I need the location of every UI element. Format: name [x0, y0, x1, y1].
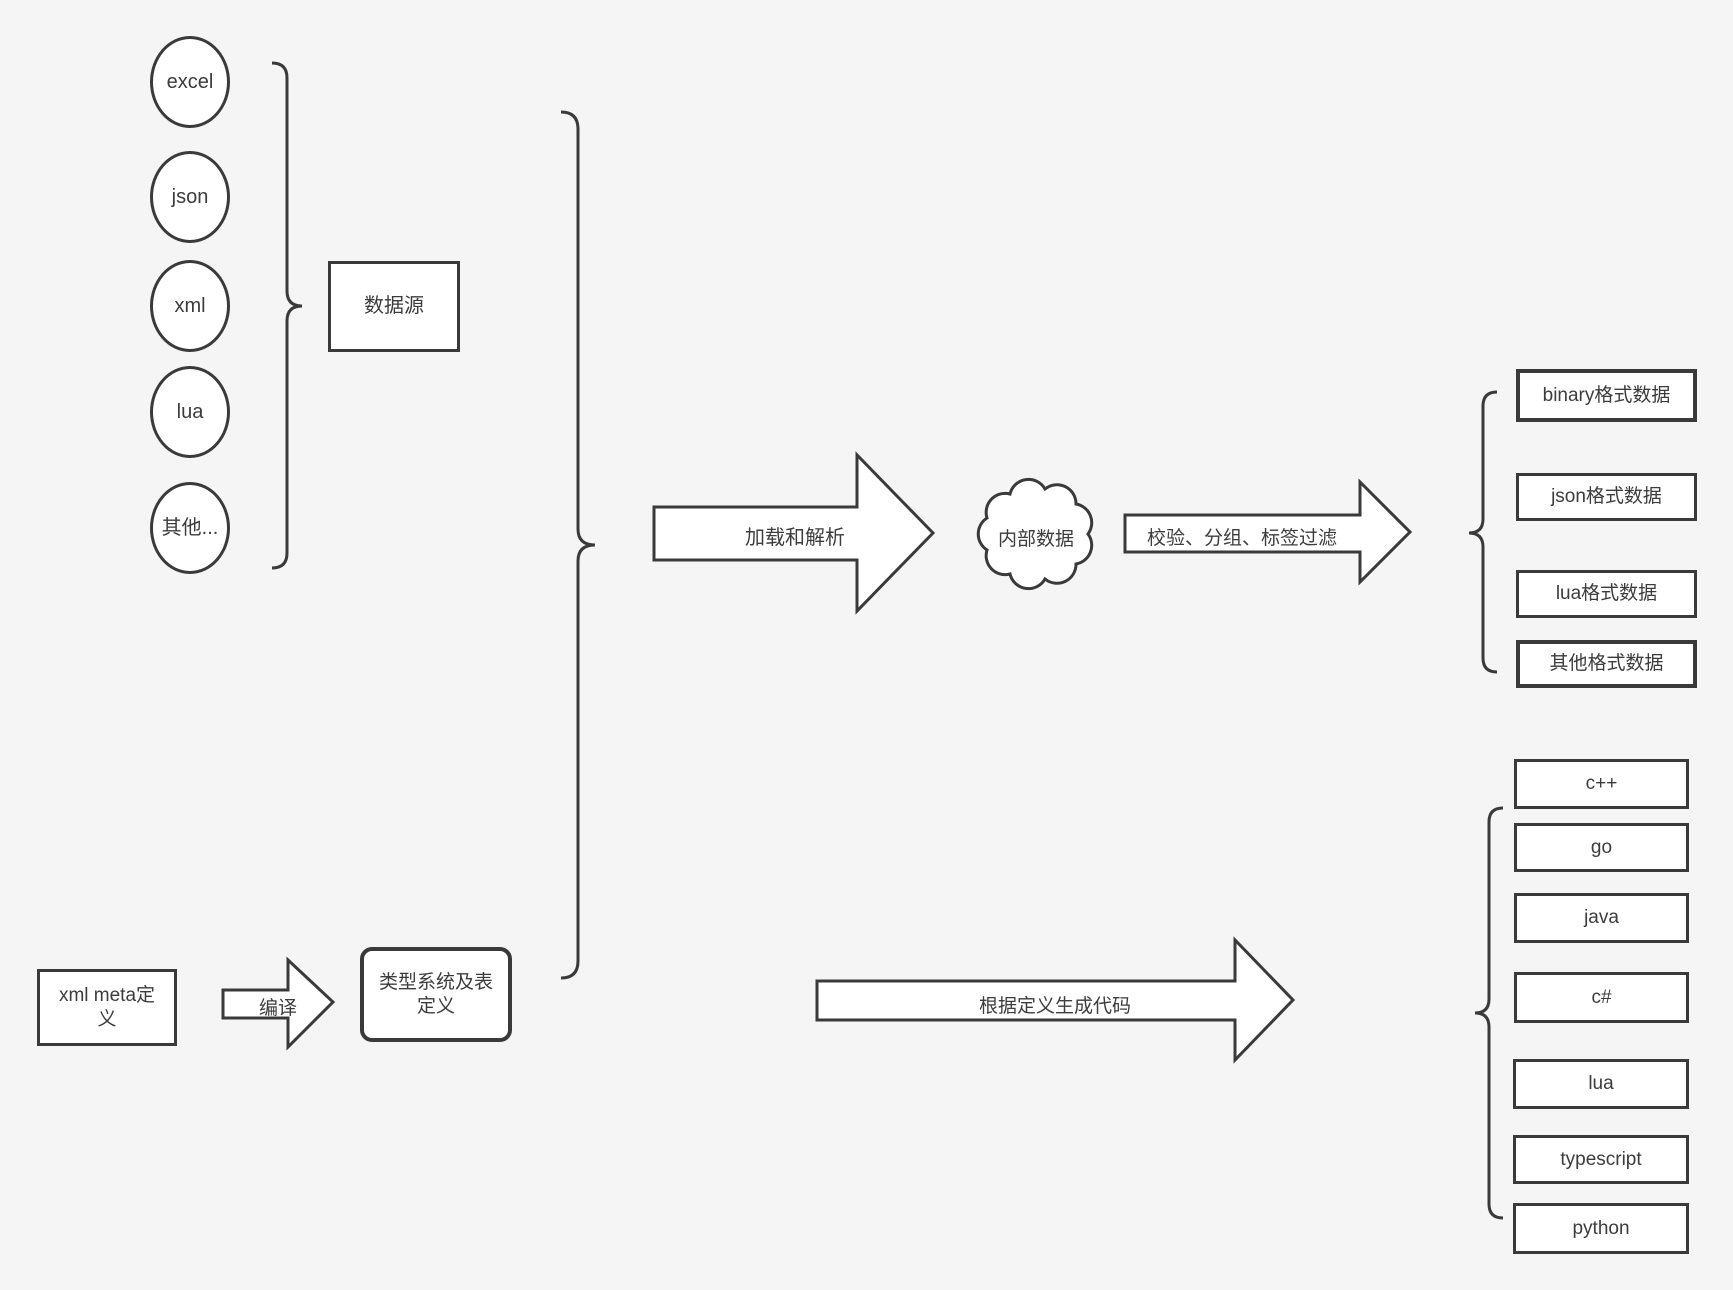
internal-data-cloud-label: 内部数据 — [997, 529, 1074, 550]
language-box-cpp: c++ — [1514, 759, 1689, 809]
language-box-lua-label: lua — [1588, 1073, 1614, 1095]
language-box-go-label: go — [1590, 836, 1613, 858]
filter-arrow — [1123, 478, 1413, 586]
output-box-lua-label: lua格式数据 — [1555, 583, 1658, 605]
output-box-json: json格式数据 — [1516, 473, 1697, 521]
type-system-box-label: 类型系统及表定义 — [378, 971, 493, 1017]
language-box-python: python — [1513, 1203, 1689, 1254]
source-node-other: 其他... — [150, 482, 230, 574]
compile-arrow-label: 编译 — [258, 998, 297, 1019]
data-source-box: 数据源 — [328, 261, 460, 352]
load-parse-arrow — [652, 451, 936, 615]
language-box-java-label: java — [1584, 907, 1619, 929]
language-box-python-label: python — [1572, 1217, 1630, 1239]
output-box-lua: lua格式数据 — [1516, 570, 1697, 618]
source-node-xml-label: xml — [174, 294, 206, 317]
language-box-csharp: c# — [1514, 972, 1689, 1023]
source-node-json: json — [150, 151, 230, 243]
load-parse-arrow-label: 加载和解析 — [745, 527, 845, 549]
internal-data-cloud — [976, 477, 1094, 591]
output-box-binary-label: binary格式数据 — [1542, 384, 1671, 406]
output-box-other-label: 其他格式数据 — [1549, 653, 1664, 675]
compile-arrow — [221, 956, 336, 1051]
source-node-excel: excel — [150, 36, 230, 128]
language-box-java: java — [1514, 893, 1689, 943]
languages-brace — [1474, 806, 1504, 1220]
output-box-other: 其他格式数据 — [1516, 640, 1697, 688]
source-node-lua: lua — [150, 366, 230, 458]
source-node-json-label: json — [171, 185, 209, 208]
language-box-lua: lua — [1513, 1059, 1689, 1109]
language-box-csharp-label: c# — [1591, 986, 1612, 1008]
codegen-arrow-label: 根据定义生成代码 — [978, 996, 1131, 1017]
source-node-lua-label: lua — [176, 400, 204, 423]
language-box-cpp-label: c++ — [1585, 773, 1618, 795]
language-box-go: go — [1514, 823, 1689, 872]
source-node-excel-label: excel — [166, 70, 214, 93]
codegen-arrow — [815, 936, 1296, 1064]
data-source-box-label: 数据源 — [364, 295, 424, 317]
inputs-big-brace — [560, 110, 596, 980]
sources-brace — [271, 61, 303, 570]
language-box-typescript-label: typescript — [1560, 1148, 1642, 1170]
type-system-box: 类型系统及表定义 — [360, 947, 512, 1042]
xml-meta-definition-label: xml meta定义 — [58, 984, 156, 1030]
source-node-xml: xml — [150, 260, 230, 352]
output-box-binary: binary格式数据 — [1516, 369, 1697, 422]
formats-brace — [1468, 390, 1498, 674]
language-box-typescript: typescript — [1513, 1135, 1689, 1184]
source-node-other-label: 其他... — [161, 516, 219, 539]
xml-meta-definition-box: xml meta定义 — [37, 969, 177, 1046]
filter-arrow-label: 校验、分组、标签过滤 — [1146, 528, 1337, 549]
output-box-json-label: json格式数据 — [1551, 486, 1662, 508]
